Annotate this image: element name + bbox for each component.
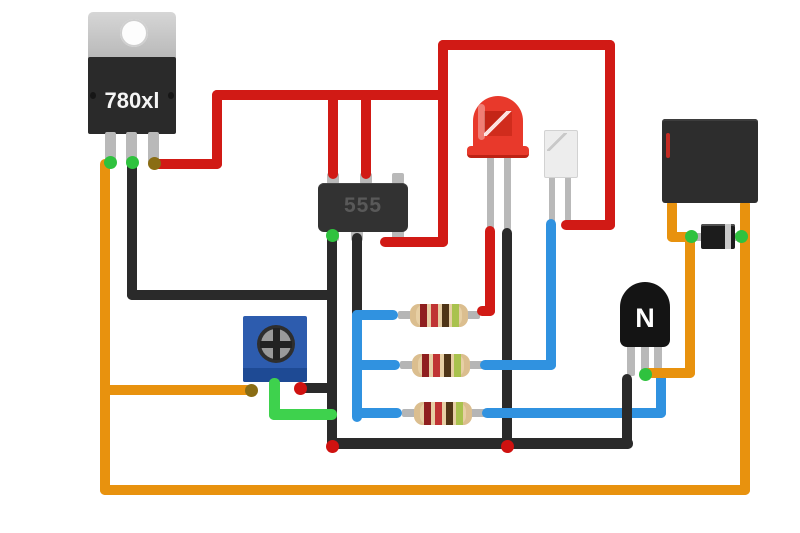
timer-ic-body (318, 183, 408, 232)
resistor3-band-2 (435, 402, 442, 425)
resistor3-body (414, 402, 472, 425)
wire-blue-to-resistor3 (352, 408, 402, 418)
diode-lead-left (693, 233, 705, 241)
wire-red-right-vertical (605, 40, 615, 230)
white-led-chip-detail (547, 133, 567, 151)
resistor1-lead-right (464, 311, 480, 319)
relay-body (662, 119, 758, 203)
wire-orange-to-pot-left-pin (100, 385, 252, 395)
wire-orange-diode-jog (667, 232, 695, 242)
junction-dot-ground-rail-left (326, 440, 339, 453)
wire-red-timer-pin6-horizontal (380, 237, 448, 247)
wire-blue-resistor3-to-transistor (482, 408, 666, 418)
regulator-notch-left (90, 92, 96, 99)
resistor2-band-2 (433, 354, 440, 377)
connector-dot-regulator-pin1 (104, 156, 117, 169)
regulator-pin-3 (148, 132, 159, 164)
resistor2-band-3 (444, 354, 451, 377)
wire-blue-to-resistor2 (352, 360, 400, 370)
resistor2-lead-right (468, 361, 484, 369)
wire-black-timer-pin5-down (352, 233, 362, 318)
regulator-mounting-hole (120, 19, 148, 47)
wire-black-timer-pin4-down (327, 233, 337, 451)
red-led-leg-cathode (504, 150, 511, 230)
voltage-regulator-body (88, 57, 176, 134)
wire-blue-transistor-right-vertical (656, 369, 666, 418)
wire-black-regulator-gnd-vertical (127, 159, 137, 300)
timer-pin-bottom-right (392, 230, 404, 241)
connector-dot-diode-right (735, 230, 748, 243)
connector-dot-transistor-middle (639, 368, 652, 381)
regulator-label: 780xl (104, 88, 160, 113)
wire-orange-left-vertical (100, 159, 110, 495)
connector-dot-diode-left (685, 230, 698, 243)
wire-green-pot-to-ground (269, 409, 337, 420)
resistor1-body (410, 304, 468, 327)
wire-orange-bottom-rail (100, 485, 750, 495)
regulator-pin-2 (126, 132, 137, 164)
resistor3-band-3 (446, 402, 453, 425)
wire-black-ground-rail (327, 438, 633, 449)
resistor2-body (412, 354, 470, 377)
transistor-label: N (635, 303, 655, 333)
connector-dot-regulator-pin3 (148, 157, 161, 170)
wire-black-pot-right-pin (296, 383, 336, 393)
resistor2-band-4 (454, 354, 461, 377)
transistor-leg-right (654, 343, 662, 371)
wire-orange-relay-left-pin (667, 199, 677, 242)
relay-indicator-mark (666, 133, 670, 158)
wire-orange-to-transistor-middle (643, 368, 695, 378)
resistor1-lead-left (398, 311, 412, 319)
resistor1-band-3 (442, 304, 449, 327)
wire-orange-right-vertical (740, 199, 750, 495)
wire-red-drop-timer-pin-top-middle (361, 93, 371, 179)
resistor2-lead-left (400, 361, 414, 369)
wire-black-led-cathode-down (502, 228, 512, 447)
wire-orange-to-transistor-vertical (685, 232, 695, 378)
white-led-leg-left (549, 176, 555, 224)
wire-blue-resistor2-to-white-led (480, 360, 556, 370)
resistor1-band-1 (420, 304, 427, 327)
resistor1-band-2 (431, 304, 438, 327)
wire-blue-white-led-vertical (546, 219, 556, 370)
timer-pin-top-right (392, 173, 404, 184)
resistor3-lead-right (470, 409, 486, 417)
red-led-highlight (478, 104, 485, 140)
wire-green-pot-middle-vertical (269, 378, 280, 420)
connector-dot-pot-left-pin (245, 384, 258, 397)
wire-black-regulator-gnd-horizontal (127, 290, 336, 300)
junction-dot-ground-rail-middle (501, 440, 514, 453)
wire-black-transistor-left-down (622, 374, 632, 449)
regulator-notch-right (168, 92, 174, 99)
potentiometer-screw-slot-horizontal (260, 341, 292, 348)
regulator-pin-1 (105, 132, 116, 164)
wire-red-regulator-out-horizontal (150, 159, 222, 169)
wire-red-led-anode-to-resistor1 (477, 306, 495, 316)
wire-blue-to-resistor1 (352, 310, 398, 320)
white-led-leg-right (565, 176, 571, 222)
wire-red-tall-vertical (438, 40, 448, 247)
transistor-leg-left (627, 343, 635, 376)
red-led-reflector-detail (484, 111, 512, 136)
wire-red-regulator-out-vertical (212, 90, 222, 169)
resistor3-lead-left (402, 409, 416, 417)
transistor-leg-middle (641, 343, 649, 373)
red-led-flange (467, 146, 529, 158)
resistor3-band-4 (456, 402, 463, 425)
resistor3-band-1 (424, 402, 431, 425)
wire-red-upper-rail (438, 40, 615, 50)
diode-cathode-stripe (725, 224, 731, 249)
potentiometer-base (243, 368, 307, 382)
wire-red-to-white-led (561, 220, 615, 230)
connector-dot-regulator-pin2 (126, 156, 139, 169)
wire-red-led-anode-vertical (485, 226, 495, 316)
transistor-body (620, 282, 670, 347)
timer-ic-label: 555 (343, 194, 383, 217)
red-led-leg-anode (487, 150, 494, 230)
resistor2-band-1 (422, 354, 429, 377)
wire-red-drop-timer-pin-top-left (328, 93, 338, 179)
connector-dot-timer-pin4 (326, 229, 339, 242)
resistor1-band-4 (452, 304, 459, 327)
junction-dot-pot-right-pin (294, 382, 307, 395)
